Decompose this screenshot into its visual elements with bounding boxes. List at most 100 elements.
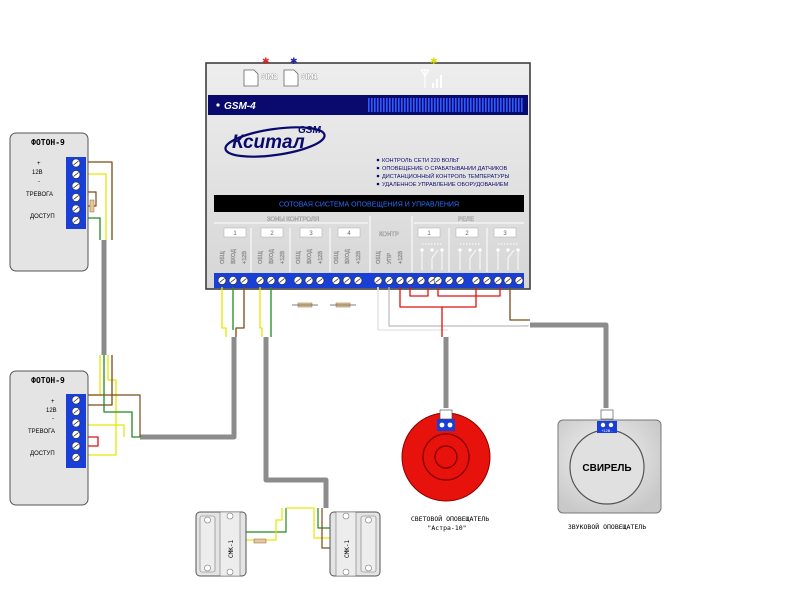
screw-terminal-icon xyxy=(304,276,314,285)
strobe-light: СВЕТОВОЙ ОПОВЕЩАТЕЛЬ "Астра-10" xyxy=(401,409,491,532)
sensor-plus-label: + xyxy=(51,399,55,405)
indicator-stripe xyxy=(515,98,517,112)
svg-text:1: 1 xyxy=(233,231,237,237)
indicator-stripe xyxy=(458,98,460,112)
indicator-stripe xyxy=(485,98,487,112)
terminal-strip xyxy=(214,273,524,288)
sensor-alarm-label: ТРЕВОГА xyxy=(26,192,53,198)
svg-text:ОБЩ: ОБЩ xyxy=(334,251,340,264)
screw-terminal-icon xyxy=(71,453,81,462)
relay-contact-icon xyxy=(496,248,500,270)
indicator-stripe xyxy=(377,98,379,112)
screw-terminal-icon xyxy=(293,276,303,285)
svg-text:ОБЩ: ОБЩ xyxy=(376,251,382,264)
relay-title: РЕЛЕ xyxy=(458,217,474,223)
indicator-stripe xyxy=(476,98,478,112)
indicator-stripe xyxy=(383,98,385,112)
indicator-stripe xyxy=(506,98,508,112)
screw-terminal-icon xyxy=(342,276,352,285)
svg-text:ОБЩ: ОБЩ xyxy=(296,251,302,264)
feature-item: ДИСТАНЦИОННЫЙ КОНТРОЛЬ ТЕМПЕРАТУРЫ xyxy=(382,172,509,180)
screw-terminal-icon xyxy=(71,441,81,451)
indicator-stripe xyxy=(521,98,523,112)
indicator-stripe xyxy=(509,98,511,112)
sensor-minus-label: - xyxy=(38,179,40,185)
siren-terminal-label: +12В - xyxy=(601,429,613,433)
indicator-stripe xyxy=(479,98,481,112)
indicator-stripe xyxy=(464,98,466,112)
indicator-stripe xyxy=(398,98,400,112)
svg-text:✱: ✱ xyxy=(290,56,298,66)
svg-text:УПР: УПР xyxy=(387,253,393,264)
reed-switch-left: СМК-1 xyxy=(195,511,247,577)
svg-text:ВХОД: ВХОД xyxy=(345,249,351,264)
banner-text: СОТОВАЯ СИСТЕМА ОПОВЕЩЕНИЯ И УПРАВЛЕНИЯ xyxy=(279,202,459,209)
screw-terminal-icon xyxy=(71,407,81,416)
control-title: КОНТР xyxy=(379,232,399,238)
screw-terminal-icon xyxy=(493,276,503,285)
relay-number-boxes: 1 2 3 xyxy=(417,227,517,238)
sensor-terminal-block xyxy=(66,157,86,229)
indicator-stripe xyxy=(419,98,421,112)
svg-text:✱: ✱ xyxy=(262,56,270,66)
svg-text:ОБЩ: ОБЩ xyxy=(220,251,226,264)
svg-text:+12В: +12В xyxy=(242,251,248,264)
indicator-stripe xyxy=(401,98,403,112)
indicator-stripe xyxy=(434,98,436,112)
screw-terminal-icon xyxy=(373,276,383,285)
indicator-stripe xyxy=(437,98,439,112)
indicator-stripe xyxy=(455,98,457,112)
indicator-stripe xyxy=(374,98,376,112)
sensor-12v-label: 12В xyxy=(32,170,43,176)
screw-terminal-icon xyxy=(266,276,276,285)
indicator-stripe xyxy=(404,98,406,112)
screw-terminal-icon xyxy=(471,276,481,285)
screw-terminal-icon xyxy=(503,276,513,285)
indicator-stripe xyxy=(470,98,472,112)
zone-number-boxes: 1 2 3 4 xyxy=(223,227,361,238)
indicator-stripe xyxy=(410,98,412,112)
indicator-stripe xyxy=(488,98,490,112)
relay-contact-icon xyxy=(458,248,462,270)
reed-switch-label: СМК-1 xyxy=(228,540,235,558)
sensor-12v-label: 12В xyxy=(46,408,57,414)
indicator-stripe xyxy=(416,98,418,112)
model-label: GSM-4 xyxy=(224,101,256,112)
sim-led-icon: ✱ ✱ ✱ xyxy=(262,56,438,66)
relay-contact-symbols xyxy=(420,243,520,270)
indicator-stripe xyxy=(413,98,415,112)
siren: СВИРЕЛЬ +12В - ЗВУКОВОЙ ОПОВЕЩАТЕЛЬ xyxy=(557,409,662,531)
svg-text:2: 2 xyxy=(270,231,274,237)
indicator-stripe xyxy=(503,98,505,112)
siren-name: СВИРЕЛЬ xyxy=(582,463,631,474)
svg-text:+12В: +12В xyxy=(318,251,324,264)
feature-item: УДАЛЕННОЕ УПРАВЛЕНИЕ ОБОРУДОВАНИЕМ xyxy=(382,182,509,188)
relay-contact-icon xyxy=(468,248,477,270)
relay-contact-icon xyxy=(478,248,482,270)
relay-contact-icon xyxy=(440,248,444,270)
indicator-stripe xyxy=(431,98,433,112)
svg-text:3: 3 xyxy=(503,231,507,237)
indicator-stripe xyxy=(422,98,424,112)
indicator-stripe xyxy=(407,98,409,112)
screw-terminal-icon xyxy=(405,276,415,285)
screw-terminal-icon xyxy=(416,276,426,285)
screw-terminal-icon xyxy=(71,158,81,168)
indicator-stripe xyxy=(371,98,373,112)
sim-card-icon xyxy=(243,69,299,87)
banner xyxy=(214,195,524,212)
screw-terminal-icon xyxy=(71,181,81,191)
indicator-stripe xyxy=(491,98,493,112)
screw-terminal-icon xyxy=(71,204,81,214)
terminal-strip-body xyxy=(214,273,524,288)
svg-text:+12В: +12В xyxy=(280,251,286,264)
indicator-stripe xyxy=(461,98,463,112)
sensor-access-label: ДОСТУП xyxy=(30,451,55,457)
indicator-stripe xyxy=(497,98,499,112)
relay-contact-icon xyxy=(506,248,515,270)
gsm-device: ✱ ✱ ✱ SIM2 SIM1 GSM-4 Кситал xyxy=(205,56,531,290)
indicator-stripe xyxy=(518,98,520,112)
svg-text:ВХОД: ВХОД xyxy=(307,249,313,264)
svg-text:1: 1 xyxy=(427,231,431,237)
wiring xyxy=(86,161,609,549)
